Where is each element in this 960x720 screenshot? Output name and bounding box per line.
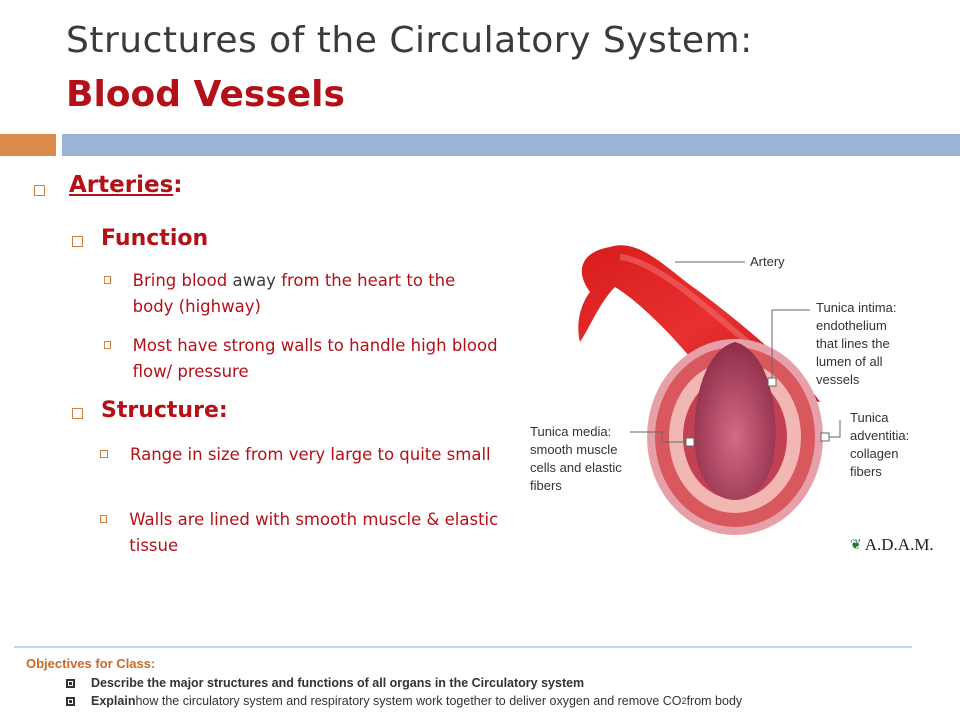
artery-illustration: Artery Tunica intima: endothelium that l… (530, 245, 913, 535)
bullet-structure: Structure: (72, 398, 228, 423)
footer-divider (14, 646, 912, 648)
structure-item: Range in size from very large to quite s… (100, 442, 500, 468)
arteries-heading: Arteries (69, 172, 174, 198)
square-bullet-icon (72, 408, 83, 419)
bullet-function: Function (72, 226, 208, 251)
function-item: Bring blood away from the heart to the b… (104, 268, 484, 320)
square-bullet-icon (100, 450, 108, 458)
objectives-title: Objectives for Class: (26, 656, 156, 671)
structure-heading: Structure: (101, 398, 228, 423)
label-tunica-intima: Tunica intima: endothelium that lines th… (816, 300, 900, 387)
objective-item: Describe the major structures and functi… (66, 676, 584, 690)
accent-bar-orange (0, 134, 56, 156)
bullet-arteries: Arteries: (34, 172, 182, 198)
square-bullet-icon (100, 515, 108, 523)
function-heading: Function (101, 226, 209, 251)
accent-bar-blue (62, 134, 960, 156)
checkbox-bullet-icon (66, 696, 75, 706)
artery-tube-highlight (619, 254, 762, 355)
square-bullet-icon (104, 341, 111, 349)
function-item: Most have strong walls to handle high bl… (104, 333, 504, 385)
square-bullet-icon (104, 276, 111, 284)
leaf-icon: ❦ (850, 537, 862, 553)
checkbox-bullet-icon (66, 678, 75, 688)
artery-lumen (694, 342, 776, 500)
adam-credit: A.D.A.M. (864, 535, 934, 554)
adam-logo: ❦ A.D.A.M. (850, 535, 934, 555)
slide-title: Structures of the Circulatory System: (66, 20, 753, 61)
label-artery: Artery (750, 254, 785, 269)
label-tunica-adventitia: Tunica adventitia: collagen fibers (850, 410, 913, 479)
slide-subtitle: Blood Vessels (66, 74, 345, 115)
structure-item: Walls are lined with smooth muscle & ela… (100, 507, 500, 559)
objective-item: Explain how the circulatory system and r… (66, 694, 742, 708)
square-bullet-icon (72, 236, 83, 247)
label-tunica-media: Tunica media: smooth muscle cells and el… (530, 424, 625, 493)
square-bullet-icon (34, 185, 45, 196)
